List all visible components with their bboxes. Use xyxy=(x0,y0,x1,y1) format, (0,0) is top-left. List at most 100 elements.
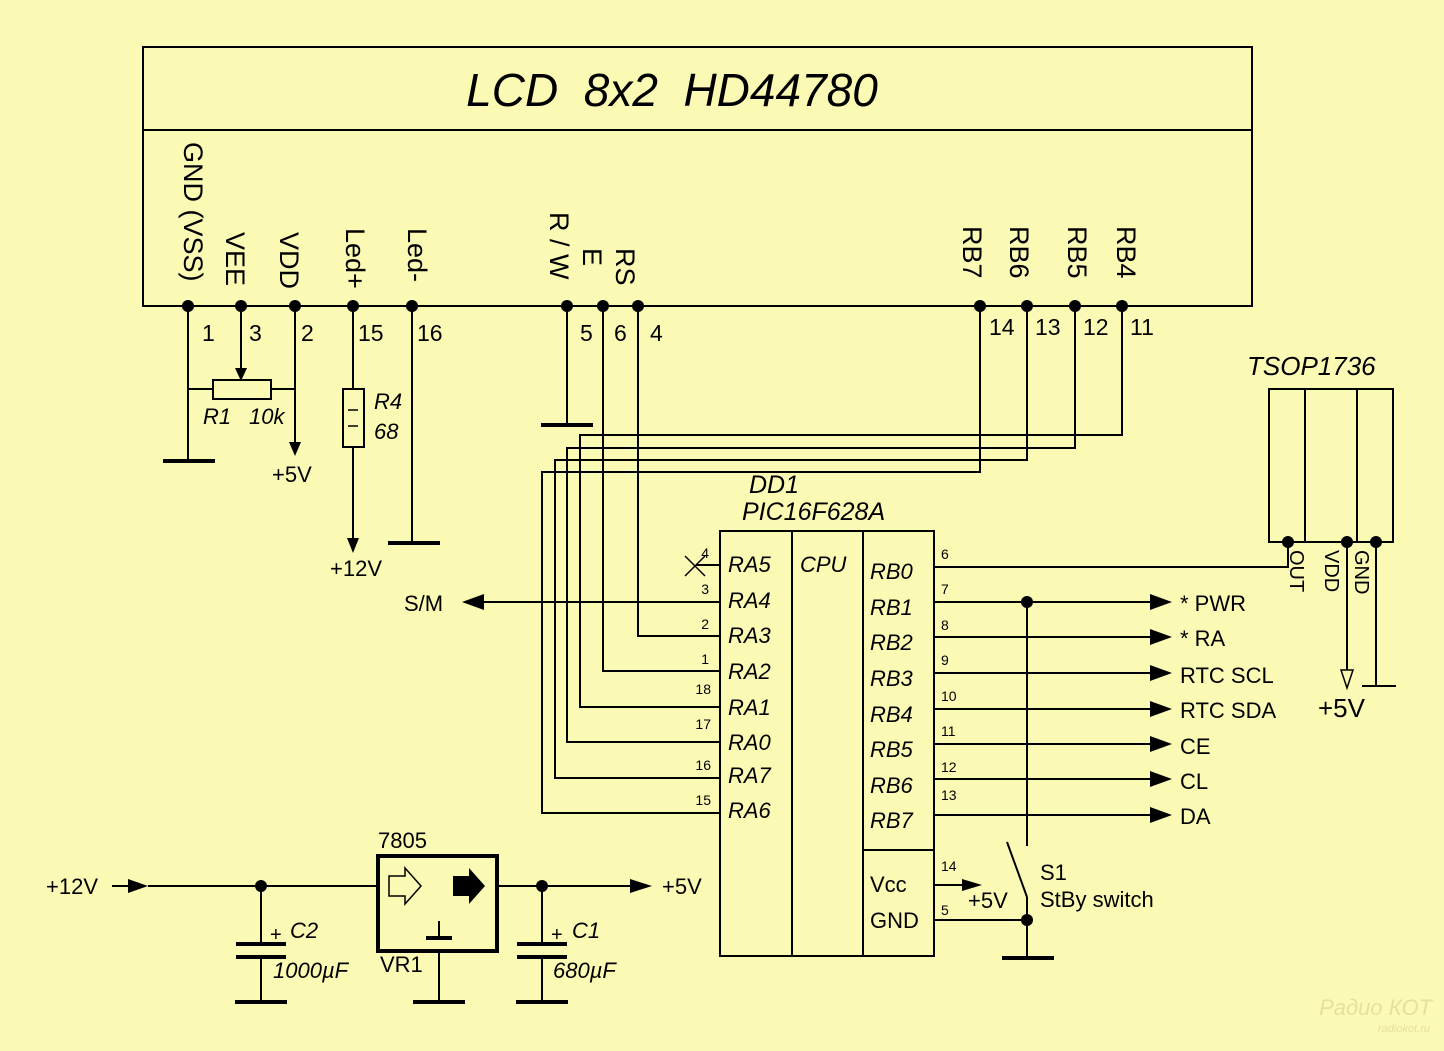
mcu-pin-number: 15 xyxy=(695,792,711,808)
lcd-pin-number: 16 xyxy=(417,320,443,346)
led-supply-label: +12V xyxy=(330,556,382,581)
lcd-pin-number: 3 xyxy=(249,320,262,346)
mcu-pin-number: 1 xyxy=(701,651,709,667)
mcu-pin-number: 11 xyxy=(941,723,956,739)
power-supply: +12V + C2 1000µF 7805 VR1 +5V + xyxy=(46,828,702,1004)
mcu-dd1: DD1 PIC16F628A CPU RA5 RA4 RA3 RA2 RA1 R… xyxy=(695,471,957,957)
lcd-pin-vee-label: VEE xyxy=(220,232,250,286)
r1-wiper-arrow xyxy=(235,368,247,381)
lcd-pin-number: 13 xyxy=(1035,314,1061,340)
lcd-pin-number: 2 xyxy=(301,320,314,346)
mcu-pin-number: 7 xyxy=(941,581,949,597)
mcu-core-label: CPU xyxy=(800,552,847,577)
lcd-pin-ledminus-label: Led- xyxy=(402,228,432,282)
mcu-pin-number: 10 xyxy=(941,688,957,704)
lcd-pin-e-label: E xyxy=(577,248,607,266)
mcu-pin-name: RB7 xyxy=(870,808,914,833)
mcu-pin-name: RB3 xyxy=(870,666,914,691)
sm-arrow xyxy=(462,594,484,610)
mcu-pin-name: RB0 xyxy=(870,559,914,584)
lcd-pin-rw-label: R / W xyxy=(544,212,574,280)
lcd-pin-vdd-label: VDD xyxy=(274,232,304,289)
mcu-pin-name: RA7 xyxy=(728,763,772,788)
mcu-power-switch: +5V S1 StBy switch xyxy=(934,602,1154,960)
lcd-module: LCD 8x2 HD44780 GND (VSS) VEE VDD Led+ L… xyxy=(142,46,1253,346)
vdd-supply-label: +5V xyxy=(272,462,312,487)
c2-value: 1000µF xyxy=(273,958,350,983)
psu-output-label: +5V xyxy=(662,874,702,899)
r4-value: 68 xyxy=(374,419,399,444)
lcd-pin-ledplus-label: Led+ xyxy=(340,228,370,289)
s1-desc: StBy switch xyxy=(1040,887,1154,912)
mcu-right-outputs: * PWR * RA RTC SCL RTC SDA CE CL DA xyxy=(934,542,1289,829)
regulator-input-arrow-icon xyxy=(388,866,423,906)
mcu-pin-number: 5 xyxy=(941,902,949,918)
output-label: CE xyxy=(1180,734,1211,759)
c1-value: 680µF xyxy=(553,958,617,983)
regulator-part: 7805 xyxy=(378,828,427,853)
output-label: RTC SDA xyxy=(1180,698,1276,723)
mcu-pin-number: 13 xyxy=(941,787,957,803)
mcu-pin-number: 2 xyxy=(701,616,709,632)
r4-resistor xyxy=(342,388,365,448)
lcd-pin-gnd-label: GND (VSS) xyxy=(178,142,208,282)
mcu-pin-name: RA3 xyxy=(728,623,772,648)
output-label: * PWR xyxy=(1180,591,1246,616)
s1-ref: S1 xyxy=(1040,860,1067,885)
tsop-pin-gnd: GND xyxy=(1350,550,1372,594)
lcd-pin-rs-label: RS xyxy=(610,248,640,286)
lcd-pin-rb7-label: RB7 xyxy=(957,226,987,279)
mcu-pin-number: 3 xyxy=(701,581,709,597)
mcu-pin-name: RA4 xyxy=(728,588,771,613)
c1-polarity: + xyxy=(551,924,563,946)
mcu-pin-name: RA1 xyxy=(728,695,771,720)
mcu-pin-number: 14 xyxy=(941,858,957,874)
mcu-pin-number: 8 xyxy=(941,617,949,633)
r4-ref: R4 xyxy=(374,389,402,414)
mcu-pin-name: RA5 xyxy=(728,552,772,577)
c1-ref: C1 xyxy=(572,918,600,943)
mcu-pin-number: 16 xyxy=(695,757,711,773)
r1-resistor xyxy=(212,379,272,400)
lcd-pin-number: 12 xyxy=(1083,314,1109,340)
r1-value: 10k xyxy=(249,404,285,429)
lcd-pin-number: 14 xyxy=(989,314,1015,340)
output-label: CL xyxy=(1180,769,1208,794)
mcu-pin-name: RB1 xyxy=(870,595,913,620)
mcu-pin-number: 18 xyxy=(695,681,711,697)
lcd-pin-rb6-label: RB6 xyxy=(1004,226,1034,279)
c2-ref: C2 xyxy=(290,918,318,943)
output-label: DA xyxy=(1180,804,1211,829)
mcu-pin-number: 17 xyxy=(695,716,711,732)
mcu-gnd-label: GND xyxy=(870,908,919,933)
lcd-power-wiring: R1 10k +5V R4 68 +12V xyxy=(163,306,593,581)
lcd-pin-rb5-label: RB5 xyxy=(1062,226,1092,279)
lcd-pin-rb4-label: RB4 xyxy=(1111,226,1141,279)
tsop-supply-arrow xyxy=(1339,669,1355,691)
mcu-left-signals: S/M xyxy=(404,555,720,616)
mcu-pin-name: RB6 xyxy=(870,773,914,798)
lcd-pin-number: 5 xyxy=(580,320,593,346)
regulator-ref: VR1 xyxy=(380,952,423,977)
tsop-pin-out: OUT xyxy=(1285,550,1307,592)
output-label: * RA xyxy=(1180,626,1226,651)
tsop-supply-label: +5V xyxy=(1318,693,1366,723)
psu-input-label: +12V xyxy=(46,874,98,899)
lcd-pin-number: 15 xyxy=(358,320,384,346)
tsop-part: TSOP1736 xyxy=(1247,351,1376,381)
output-label: RTC SCL xyxy=(1180,663,1274,688)
r1-ref: R1 xyxy=(203,404,231,429)
watermark-line2: radiokot.ru xyxy=(1378,1023,1430,1035)
s1-switch-lever xyxy=(1006,841,1028,898)
mcu-pin-name: RA2 xyxy=(728,659,771,684)
regulator-output-arrow-icon xyxy=(453,868,485,904)
mcu-pin-name: RB5 xyxy=(870,737,914,762)
c2-polarity: + xyxy=(270,924,282,946)
tsop-pin-vdd: VDD xyxy=(1320,550,1342,592)
mcu-pin-name: RB4 xyxy=(870,702,913,727)
mcu-part: PIC16F628A xyxy=(742,498,885,526)
mcu-pin-name: RA0 xyxy=(728,730,772,755)
mcu-pin-name: RA6 xyxy=(728,798,772,823)
lcd-pin-number: 4 xyxy=(650,320,663,346)
mcu-ref: DD1 xyxy=(749,471,799,499)
